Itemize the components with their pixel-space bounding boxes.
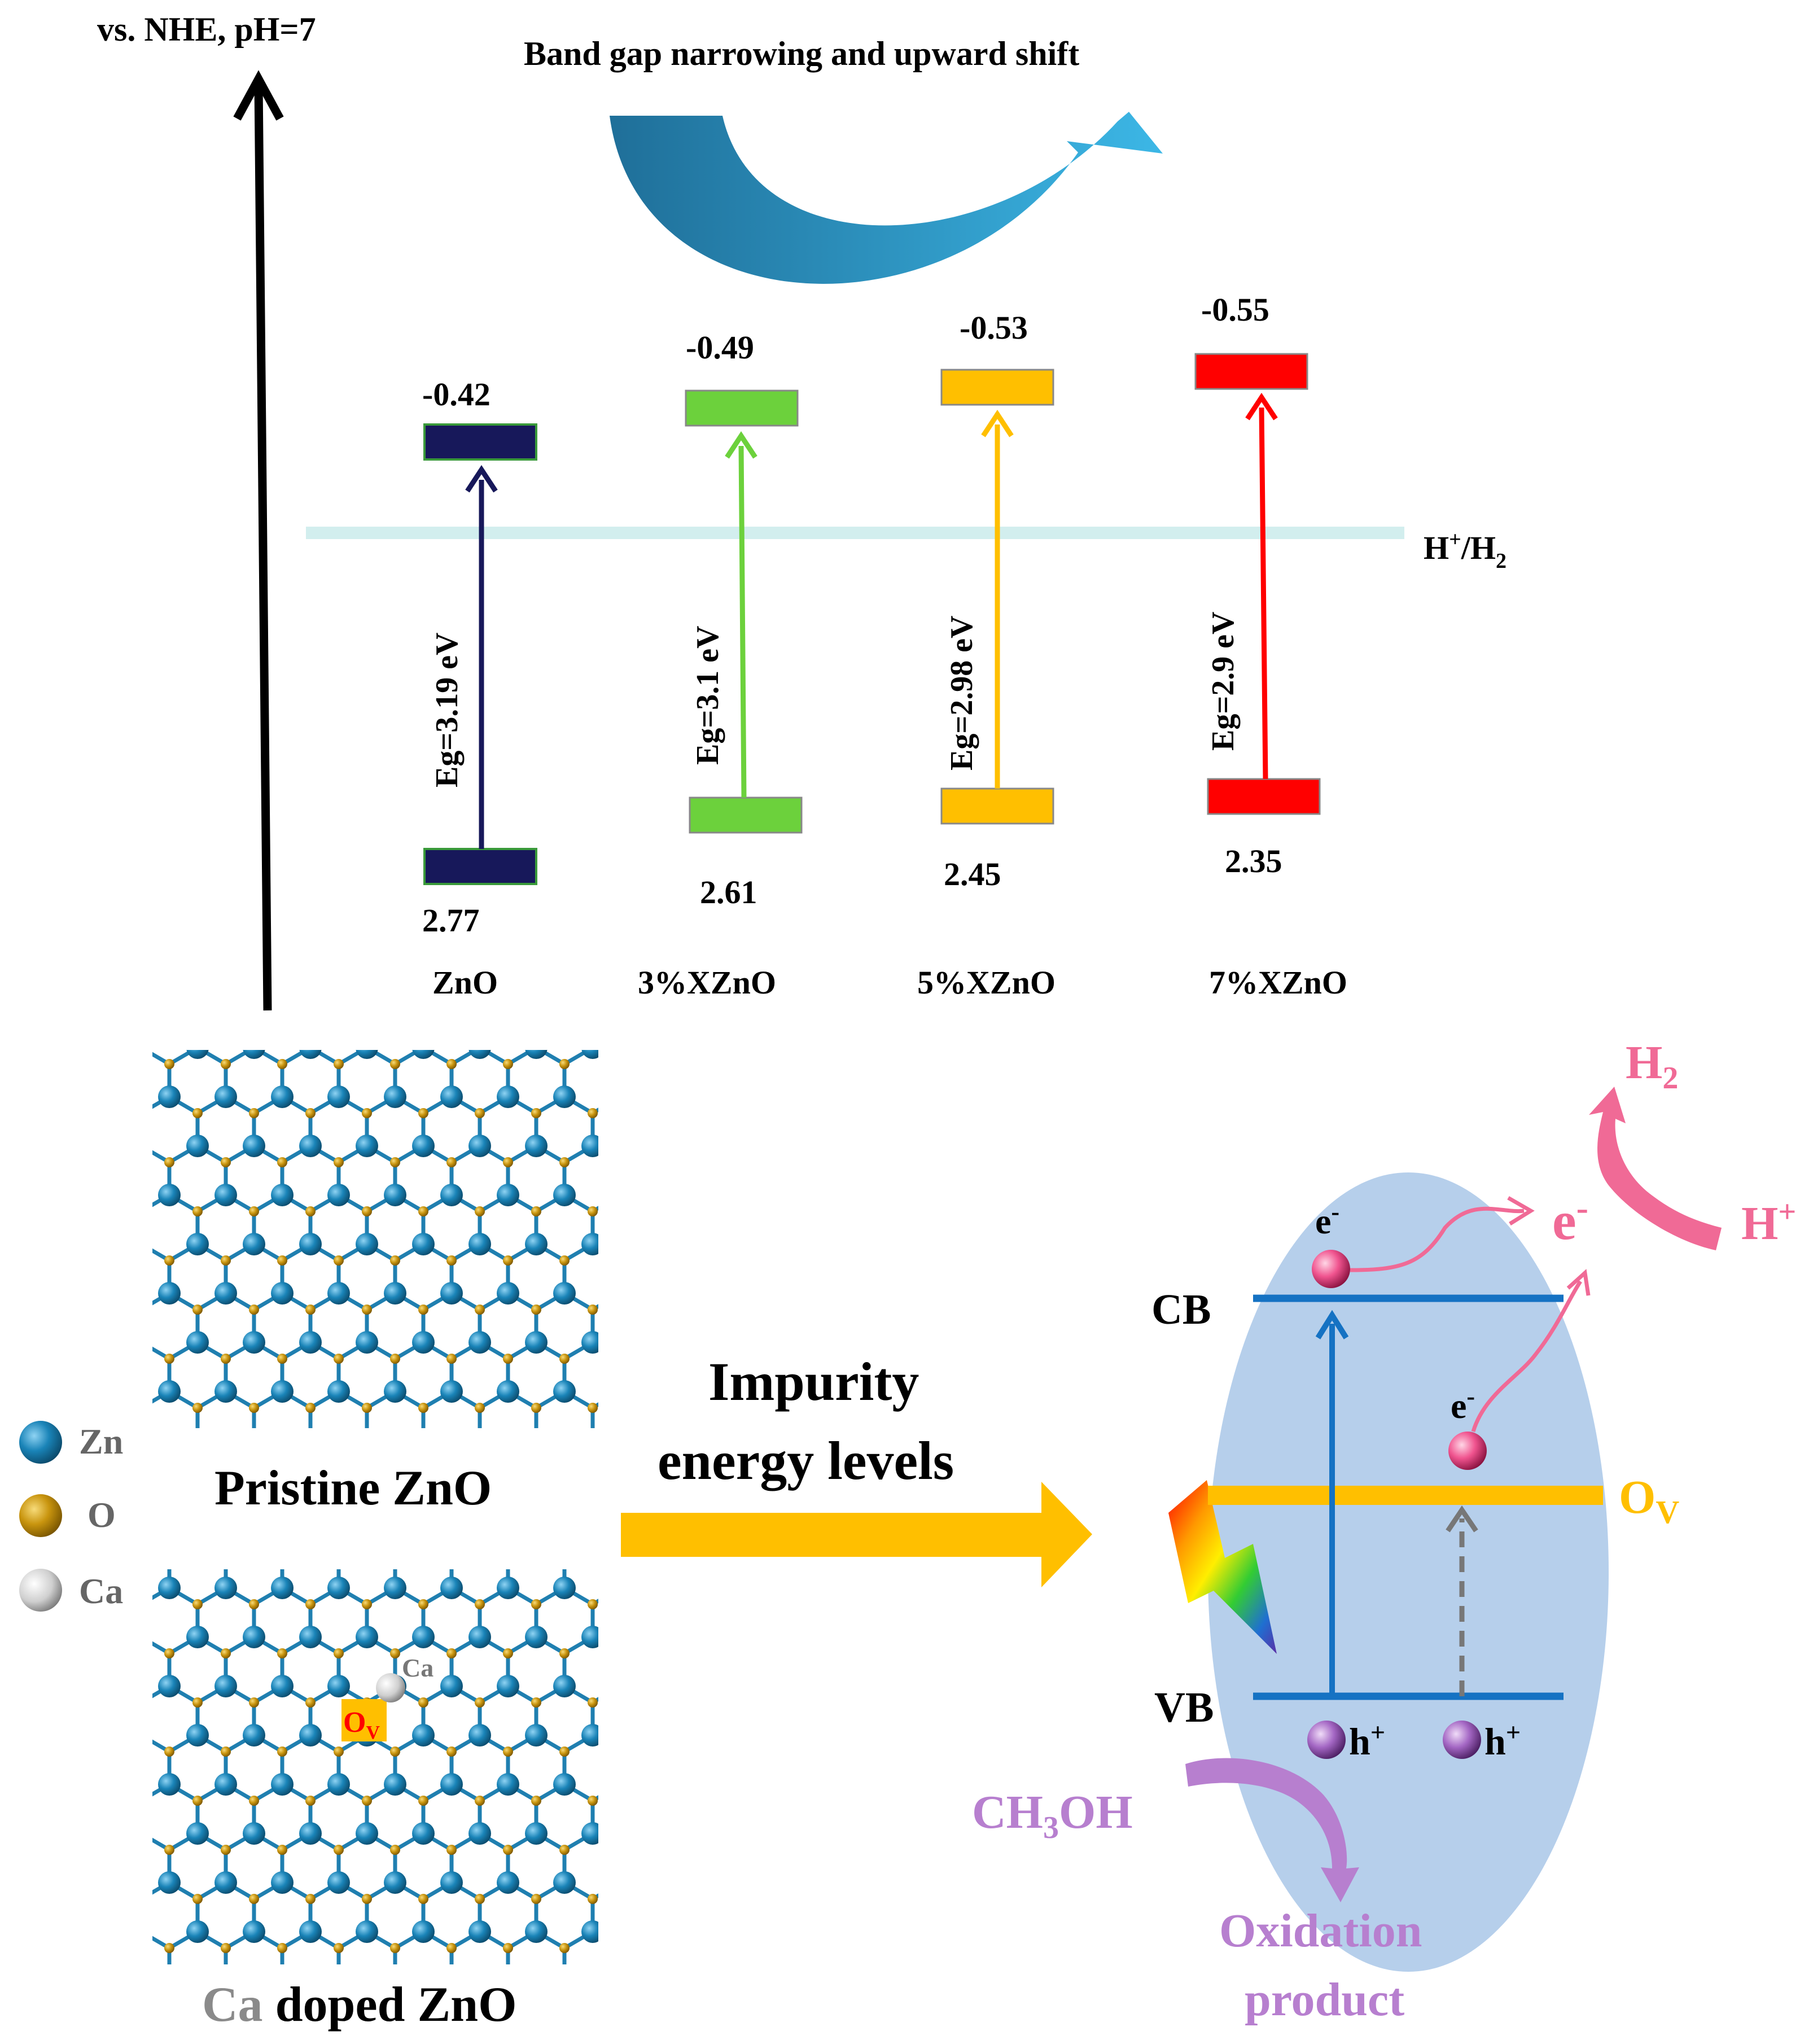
sample-column-zno: -0.42 2.77 Eg=3.19 eV ZnO (422, 376, 537, 1001)
sample-column-7-xzno: -0.55 2.35 Eg=2.9 eV 7%XZnO (1194, 291, 1347, 1001)
impurity-big-arrow (621, 1482, 1092, 1587)
vb-value: 2.45 (944, 856, 1001, 892)
band-gap-label: Eg=3.1 eV (690, 625, 725, 765)
sample-name: 7%XZnO (1209, 964, 1347, 1001)
atom-legend: Zn O Ca (19, 1421, 123, 1612)
impurity-label-line1: Impurity (708, 1351, 919, 1412)
hole-2 (1443, 1721, 1481, 1759)
electron-transfer-path-ov (1471, 1280, 1582, 1433)
methanol-oxidation-arrow (1185, 1758, 1359, 1902)
cb-value: -0.49 (686, 329, 754, 366)
ca-legend-label: Ca (79, 1571, 123, 1611)
hydrogen-evolution-arrow (1589, 1087, 1722, 1250)
ca-doped-zno-title: Ca doped ZnO (202, 1977, 517, 2032)
sample-name: 3%XZnO (638, 964, 776, 1001)
zn-legend-label: Zn (79, 1421, 123, 1461)
ov-level-line (1208, 1486, 1603, 1505)
conduction-band-bar (685, 389, 799, 427)
electron-ov (1448, 1432, 1487, 1470)
product-label-line1: Oxidation (1219, 1905, 1422, 1957)
ca-legend-marker (19, 1569, 62, 1612)
h-plus-label: H+ (1741, 1194, 1796, 1250)
svg-text:e-: e- (1315, 1198, 1339, 1241)
pristine-zno-title: Pristine ZnO (214, 1461, 492, 1516)
svg-text:h+: h+ (1484, 1718, 1521, 1763)
sample-column-5-xzno: -0.53 2.45 Eg=2.98 eV 5%XZnO (917, 309, 1056, 1001)
hydrogen-potential-label: H+/H2 (1424, 528, 1507, 573)
shift-label: Band gap narrowing and upward shift (524, 35, 1079, 72)
vb-value: 2.61 (700, 874, 757, 911)
band-shift-curved-arrow (610, 112, 1163, 284)
oxygen-vacancy-marker (341, 1699, 387, 1741)
vb-value: 2.35 (1225, 843, 1282, 879)
hole-1 (1307, 1721, 1346, 1759)
zn-legend-marker (19, 1421, 62, 1464)
valence-band-bar (689, 796, 803, 834)
h2-label: H2 (1626, 1036, 1678, 1096)
conduction-band-bar (1194, 353, 1308, 390)
valence-band-bar (423, 848, 537, 885)
band-gap-label: Eg=2.98 eV (944, 615, 979, 771)
vb-label: VB (1154, 1684, 1214, 1731)
o-legend-label: O (87, 1495, 116, 1535)
svg-text:OV: OV (343, 1706, 380, 1743)
axis-label: vs. NHE, pH=7 (97, 11, 316, 48)
svg-text:h+: h+ (1349, 1718, 1385, 1763)
cb-value: -0.42 (422, 376, 491, 413)
product-label-line2: product (1245, 1973, 1404, 2026)
ca-dopant-label: Ca (402, 1653, 433, 1682)
sample-name: 5%XZnO (917, 964, 1056, 1001)
sample-column-3-xzno: -0.49 2.61 Eg=3.1 eV 3%XZnO (638, 329, 803, 1001)
valence-band-bar (1207, 778, 1321, 815)
cb-value: -0.55 (1201, 291, 1269, 328)
cb-label: CB (1151, 1286, 1211, 1333)
free-electron-label: e- (1552, 1188, 1588, 1251)
hydrogen-potential-line (306, 527, 1404, 539)
vb-value: 2.77 (422, 902, 480, 939)
svg-text:e-: e- (1451, 1382, 1475, 1426)
semiconductor-particle (1208, 1172, 1609, 1972)
ca-doped-zno-lattice: OV Ca (152, 1569, 598, 1964)
ov-label: OV (1619, 1471, 1679, 1530)
ca-dopant-atom (376, 1673, 405, 1702)
pristine-zno-lattice (152, 1050, 598, 1428)
conduction-band-bar (940, 369, 1054, 406)
o-legend-marker (19, 1494, 62, 1537)
band-gap-label: Eg=2.9 eV (1206, 611, 1241, 751)
energy-axis (233, 70, 284, 1011)
methanol-label: CH3OH (972, 1786, 1133, 1845)
electron-transfer-path-cb (1350, 1206, 1525, 1272)
conduction-band-bar (423, 423, 537, 461)
cb-value: -0.53 (960, 309, 1028, 346)
electron-cb (1312, 1250, 1350, 1288)
valence-band-bar (940, 787, 1054, 825)
light-bolt-icon (1168, 1480, 1277, 1654)
sample-name: ZnO (432, 964, 498, 1001)
band-gap-label: Eg=3.19 eV (430, 632, 465, 787)
impurity-label-line2: energy levels (658, 1430, 954, 1491)
